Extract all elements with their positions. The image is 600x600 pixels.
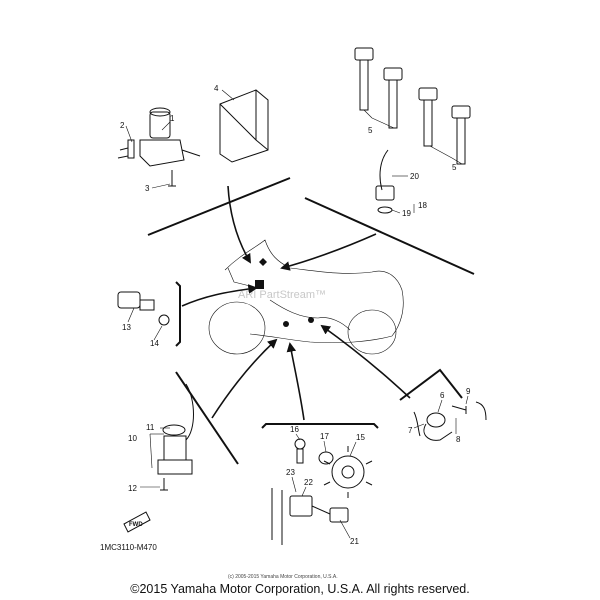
- ignition-coils-part: [354, 47, 471, 165]
- callout-12: 12: [128, 484, 137, 493]
- bottom-left-sensor-part: [157, 383, 194, 491]
- gear-sensor-location-marker: [308, 317, 314, 323]
- separator-top-right: [304, 197, 475, 275]
- bracket-bottom-right: [399, 368, 463, 401]
- callout-9: 9: [466, 387, 471, 396]
- callout-8: 8: [456, 435, 461, 444]
- temp-sensor-part: [117, 291, 170, 326]
- callout-15: 15: [356, 433, 365, 442]
- callout-7: 7: [408, 426, 413, 435]
- fwd-badge: FWD: [123, 511, 151, 533]
- callout-3: 3: [145, 184, 150, 193]
- sensor-part: [375, 149, 395, 214]
- callout-4: 4: [214, 84, 219, 93]
- callout-23: 23: [286, 468, 295, 477]
- callout-18: 18: [418, 201, 427, 210]
- callout-5-left: 5: [368, 126, 373, 135]
- callout-11: 11: [146, 423, 155, 432]
- callout-19: 19: [402, 209, 411, 218]
- diagram-code: 1MC3110-M470: [100, 543, 157, 552]
- callout-6: 6: [440, 391, 445, 400]
- callout-20: 20: [410, 172, 419, 181]
- ecu-part: [219, 89, 269, 163]
- separator-top-left: [147, 177, 291, 236]
- callout-21: 21: [350, 537, 359, 546]
- callout-1: 1: [170, 114, 175, 123]
- ignition-location-marker: [259, 258, 267, 266]
- main-switch-part: [117, 107, 201, 187]
- small-copyright: (c) 2005-2015 Yamaha Motor Corporation, …: [228, 574, 338, 580]
- sensor-location-marker: [283, 321, 289, 327]
- separator-bottom-left: [175, 371, 239, 465]
- callout-17: 17: [320, 432, 329, 441]
- watermark: ARI PartStream™: [238, 289, 326, 301]
- callout-22: 22: [304, 478, 313, 487]
- bracket-bottom-center: [261, 423, 379, 429]
- ecu-location-marker: [255, 280, 264, 289]
- callout-2: 2: [120, 121, 125, 130]
- speed-sensor-part: [413, 401, 487, 441]
- callout-10: 10: [128, 434, 137, 443]
- callout-13: 13: [122, 323, 131, 332]
- gear-position-sensor-part: [271, 438, 373, 545]
- footer-copyright: ©2015 Yamaha Motor Corporation, U.S.A. A…: [130, 582, 470, 596]
- callout-16: 16: [290, 425, 299, 434]
- motorcycle-outline: [208, 239, 404, 355]
- callout-5-right: 5: [452, 163, 457, 172]
- svg-text:FWD: FWD: [129, 522, 143, 528]
- callout-14: 14: [150, 339, 159, 348]
- bracket-left: [175, 281, 181, 347]
